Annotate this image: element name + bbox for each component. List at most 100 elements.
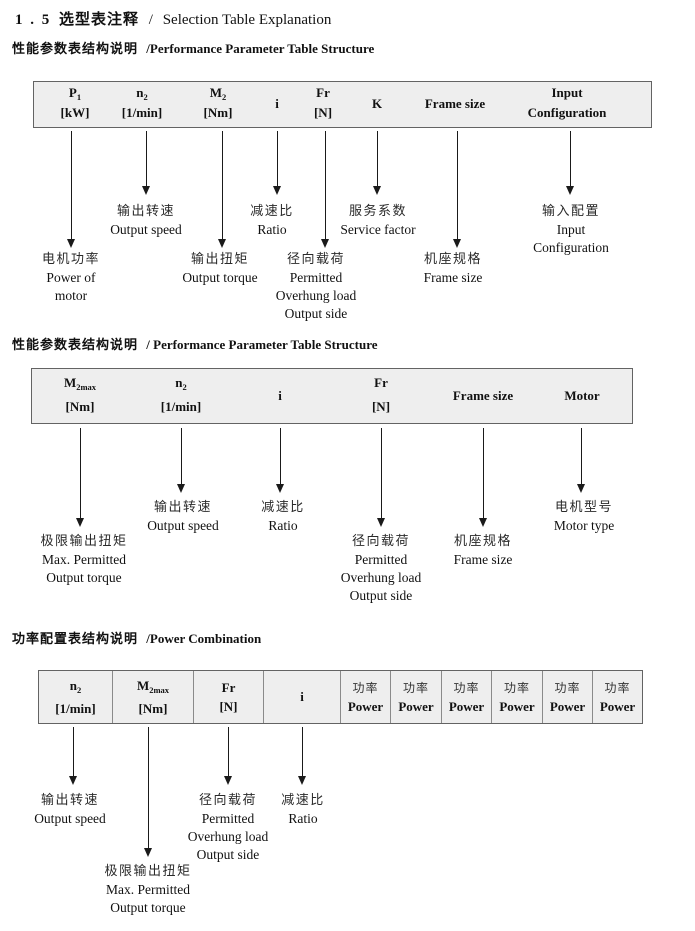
section-3-heading-en: /Power Combination [146,631,262,646]
table-3-col-power: 功率 Power [442,671,492,723]
table-1-header-box [33,81,652,128]
callout-line: 输出转速 [153,500,212,515]
down-arrow [453,131,461,248]
callout-line: Output side [196,847,260,862]
callout-max-output-torque: 极限输出扭矩 Max. Permitted Output torque [40,532,127,587]
callout-output-speed: 输出转速 Output speed [147,498,219,535]
callout-line: Permitted [354,552,408,567]
table-1-col-fr: Fr [316,85,330,100]
callout-input-configuration: 输入配置 Input Configuration [533,202,609,257]
callout-overhung-load: 径向载荷 Permitted Overhung load Output side [276,250,357,323]
callout-ratio: 减速比 Ratio [281,791,325,828]
callout-line: 机座规格 [453,534,513,549]
section-1-heading-zh: 性能参数表结构说明 [12,42,139,57]
title-english: Selection Table Explanation [162,12,332,28]
callout-line: 径向载荷 [286,252,346,267]
table-1-col-m2: M2 [209,85,227,102]
table-1-col-i: i [275,96,279,111]
callout-line: 径向载荷 [351,534,411,549]
table-3-header-box: n2 [1/min] M2max [Nm] Fr [N] i 功率 Power … [38,670,643,724]
down-arrow [177,428,185,493]
title-chinese: 选型表注释 [59,10,140,28]
table-1-col-input: Input [551,85,583,100]
table-2-col-n2: n2 [175,375,187,392]
callout-line: 减速比 [250,204,294,219]
callout-max-output-torque: 极限输出扭矩 Max. Permitted Output torque [104,862,191,917]
title-number: 1 . 5 [15,12,52,28]
callout-ratio: 减速比 Ratio [261,498,305,535]
down-arrow [273,131,281,195]
table-1-col-n2-unit: [1/min] [121,105,163,120]
callout-line: 减速比 [261,500,305,515]
callout-line: Max. Permitted [105,882,190,897]
table-2-col-m2max: M2max [63,375,97,392]
callout-line: Permitted [201,811,255,826]
down-arrow [377,428,385,527]
table-1-col-p1-unit: [kW] [60,105,90,120]
callout-line: 电机功率 [41,252,101,267]
table-1-col-frame-size: Frame size [424,96,486,111]
table-3-col-i: i [264,671,341,723]
callout-frame-size: 机座规格 Frame size [454,532,513,569]
table-2-col-fr-unit: [N] [371,399,391,414]
down-arrow [224,727,232,785]
callout-line: motor [54,288,88,303]
table-1-col-fr-unit: [N] [313,105,333,120]
callout-line: 减速比 [281,793,325,808]
down-arrow [321,131,329,248]
table-2-col-frame-size: Frame size [452,388,514,403]
callout-power-of-motor: 电机功率 Power of motor [42,250,100,305]
callout-line: Ratio [257,222,287,237]
down-arrow [67,131,75,248]
down-arrow [144,727,152,857]
down-arrow [76,428,84,527]
callout-line: 输出转速 [116,204,175,219]
table-3-col-power: 功率 Power [599,680,636,714]
callout-service-factor: 服务系数 Service factor [340,202,415,239]
down-arrow [373,131,381,195]
down-arrow [298,727,306,785]
callout-ratio: 减速比 Ratio [250,202,294,239]
table-3-col-power: 功率 Power [543,671,593,723]
section-1-heading: 性能参数表结构说明 /Performance Parameter Table S… [12,38,374,57]
callout-overhung-load: 径向载荷 Permitted Overhung load Output side [188,791,269,864]
callout-line: Output speed [147,518,219,533]
section-1-heading-en: /Performance Parameter Table Structure [146,41,375,56]
table-2-col-i: i [278,388,282,403]
callout-motor-type: 电机型号 Motor type [554,498,614,535]
callout-line: Output side [349,588,413,603]
table-3-col-fr: Fr [N] [194,671,264,723]
callout-line: 径向载荷 [198,793,258,808]
callout-line: 极限输出扭矩 [40,534,128,549]
down-arrow [577,428,585,493]
callout-line: Frame size [453,552,513,567]
callout-line: Output speed [110,222,182,237]
callout-line: Configuration [533,240,609,255]
callout-line: 机座规格 [423,252,483,267]
table-2-header-box [31,368,633,424]
callout-line: 服务系数 [348,204,407,219]
table-3-col-n2: n2 [1/min] [39,671,113,723]
table-1-col-n2: n2 [136,85,148,102]
table-2-col-m2max-unit: [Nm] [65,399,95,414]
section-3-heading: 功率配置表结构说明 /Power Combination [12,628,261,647]
section-3-heading-zh: 功率配置表结构说明 [12,632,139,647]
callout-frame-size: 机座规格 Frame size [424,250,483,287]
callout-line: Output torque [110,900,186,915]
callout-line: Output speed [34,811,106,826]
callout-line: Ratio [268,518,298,533]
callout-line: 输出扭矩 [190,252,249,267]
table-2-col-motor: Motor [564,388,600,403]
callout-line: Service factor [340,222,416,237]
table-1-col-input-unit: Configuration [527,105,607,120]
callout-line: 输入配置 [541,204,600,219]
callout-line: Max. Permitted [41,552,126,567]
table-2-col-n2-unit: [1/min] [160,399,202,414]
callout-output-torque: 输出扭矩 Output torque [182,250,257,287]
table-3-col-power: 功率 Power [391,671,442,723]
section-2-heading-zh: 性能参数表结构说明 [12,338,139,353]
callout-line: Power of [46,270,96,285]
callout-output-speed: 输出转速 Output speed [110,202,182,239]
callout-line: 电机型号 [554,500,613,515]
